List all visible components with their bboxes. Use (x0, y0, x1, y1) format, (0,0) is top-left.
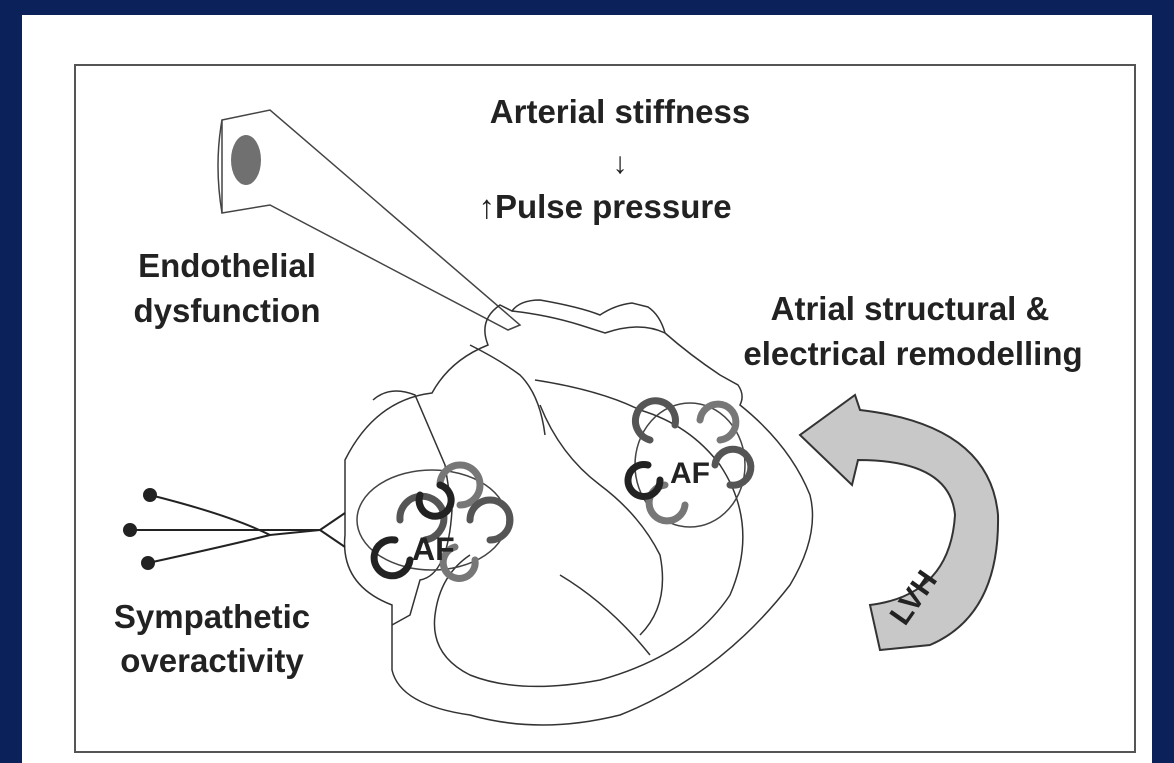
figure-panel: AF AF (22, 15, 1152, 763)
remodelling-label-line2: electrical remodelling (743, 335, 1082, 372)
arterial-stiffness-label: Arterial stiffness (490, 93, 750, 130)
vessel-lumen (231, 135, 261, 185)
endothelial-label-line1: Endothelial (138, 247, 316, 284)
sympathetic-label-line1: Sympathetic (114, 598, 310, 635)
endothelial-label-line2: dysfunction (134, 292, 321, 329)
af-mechanisms-diagram: AF AF (22, 15, 1152, 763)
down-arrow-symbol: ↓ (613, 147, 628, 180)
pulse-pressure-label: ↑Pulse pressure (478, 188, 731, 225)
af-label-left-atrium: AF (670, 457, 710, 490)
af-label-right-atrium: AF (412, 531, 455, 567)
sympathetic-label-line2: overactivity (120, 642, 304, 679)
remodelling-label-line1: Atrial structural & (771, 290, 1050, 327)
